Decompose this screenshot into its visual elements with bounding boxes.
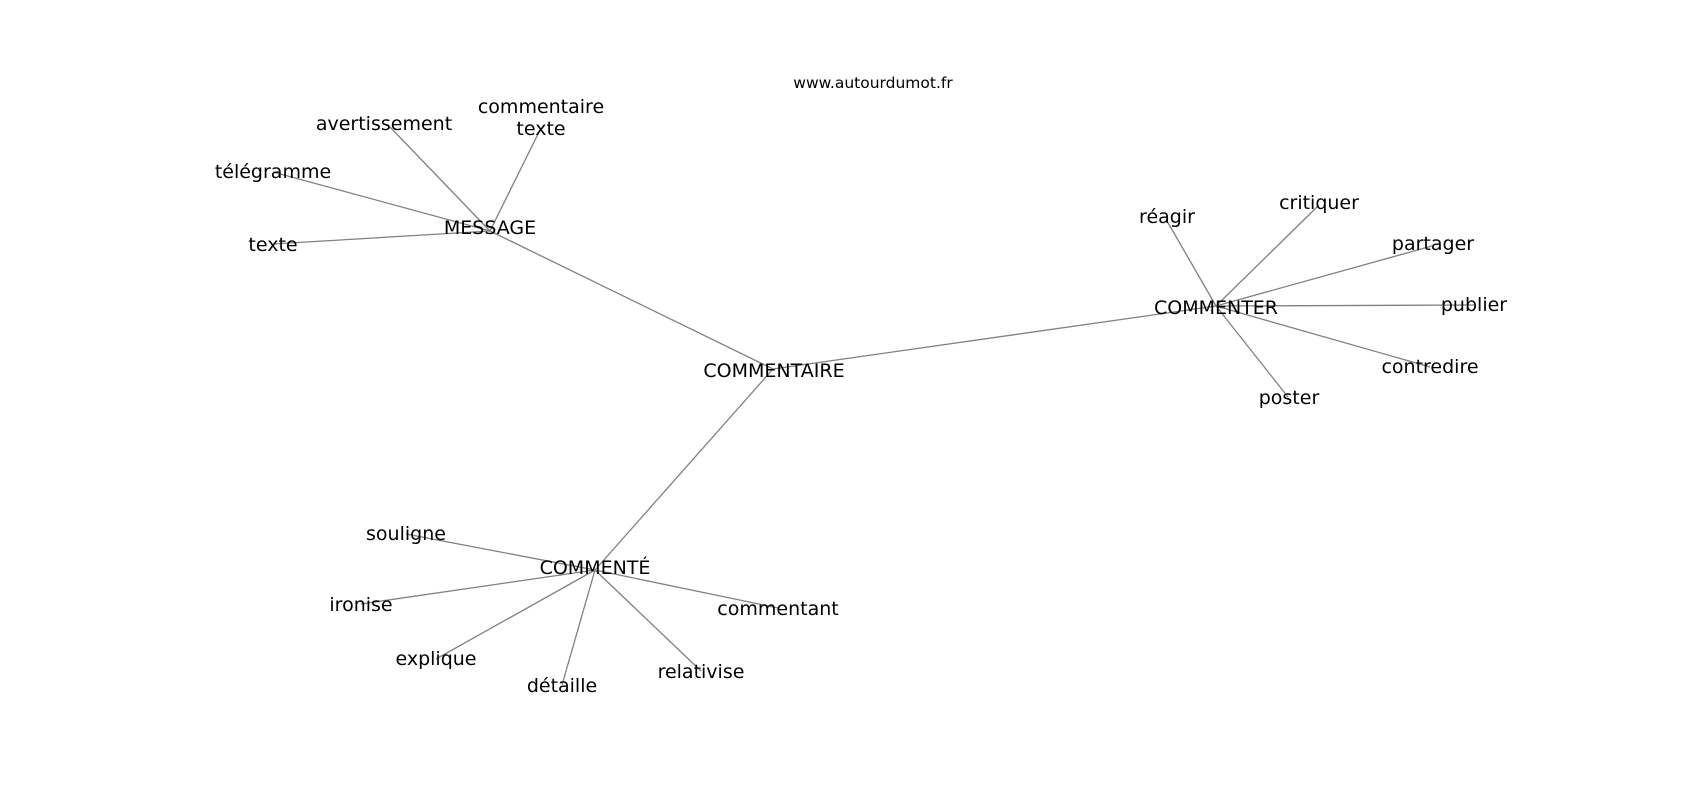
edge-message-commentaire-texte bbox=[489, 129, 541, 232]
node-detaille[interactable]: détaille bbox=[527, 675, 597, 697]
node-avertissement[interactable]: avertissement bbox=[316, 113, 452, 135]
edge-commentaire-commenter bbox=[772, 305, 1217, 370]
node-publier[interactable]: publier bbox=[1441, 294, 1507, 316]
graph-edges bbox=[272, 126, 1475, 686]
node-souligne[interactable]: souligne bbox=[366, 523, 446, 545]
edge-commente-relativise bbox=[594, 569, 702, 672]
graph-labels: COMMENTAIRE MESSAGE avertissement commentai… bbox=[215, 96, 1507, 697]
edge-commenter-contredire bbox=[1215, 305, 1431, 368]
node-contredire[interactable]: contredire bbox=[1381, 356, 1478, 378]
site-watermark: www.autourdumot.fr bbox=[793, 74, 953, 92]
node-ironise[interactable]: ironise bbox=[329, 594, 392, 616]
node-critiquer[interactable]: critiquer bbox=[1279, 192, 1359, 214]
node-telegramme[interactable]: télégramme bbox=[215, 161, 331, 183]
edge-commente-detaille bbox=[561, 569, 596, 686]
node-texte[interactable]: texte bbox=[248, 234, 297, 256]
node-commentant[interactable]: commentant bbox=[717, 598, 838, 620]
edge-commentaire-message bbox=[489, 230, 774, 370]
node-poster[interactable]: poster bbox=[1259, 387, 1320, 409]
edge-message-texte bbox=[272, 230, 491, 245]
edge-commente-ironise bbox=[360, 569, 596, 605]
node-partager[interactable]: partager bbox=[1392, 233, 1474, 255]
edge-message-avertissement bbox=[389, 126, 491, 232]
edge-commente-souligne bbox=[405, 533, 596, 571]
node-relativise[interactable]: relativise bbox=[658, 661, 745, 683]
edge-commenter-partager bbox=[1215, 245, 1433, 307]
node-explique[interactable]: explique bbox=[395, 648, 476, 670]
node-commenter[interactable]: COMMENTER bbox=[1154, 297, 1278, 319]
node-reagir[interactable]: réagir bbox=[1139, 206, 1195, 228]
edge-commenter-poster bbox=[1215, 305, 1289, 398]
edge-commenter-reagir bbox=[1166, 220, 1217, 307]
edge-message-telegramme bbox=[272, 171, 491, 232]
edge-commente-explique bbox=[435, 569, 596, 660]
edge-commenter-critiquer bbox=[1215, 205, 1319, 307]
edge-commentaire-commente bbox=[594, 368, 774, 571]
node-message[interactable]: MESSAGE bbox=[444, 217, 536, 239]
edge-commenter-publier bbox=[1215, 304, 1475, 307]
edge-commente-commentant bbox=[594, 569, 779, 609]
node-commentaire[interactable]: COMMENTAIRE bbox=[703, 360, 844, 382]
node-commente[interactable]: COMMENTÉ bbox=[540, 556, 651, 579]
